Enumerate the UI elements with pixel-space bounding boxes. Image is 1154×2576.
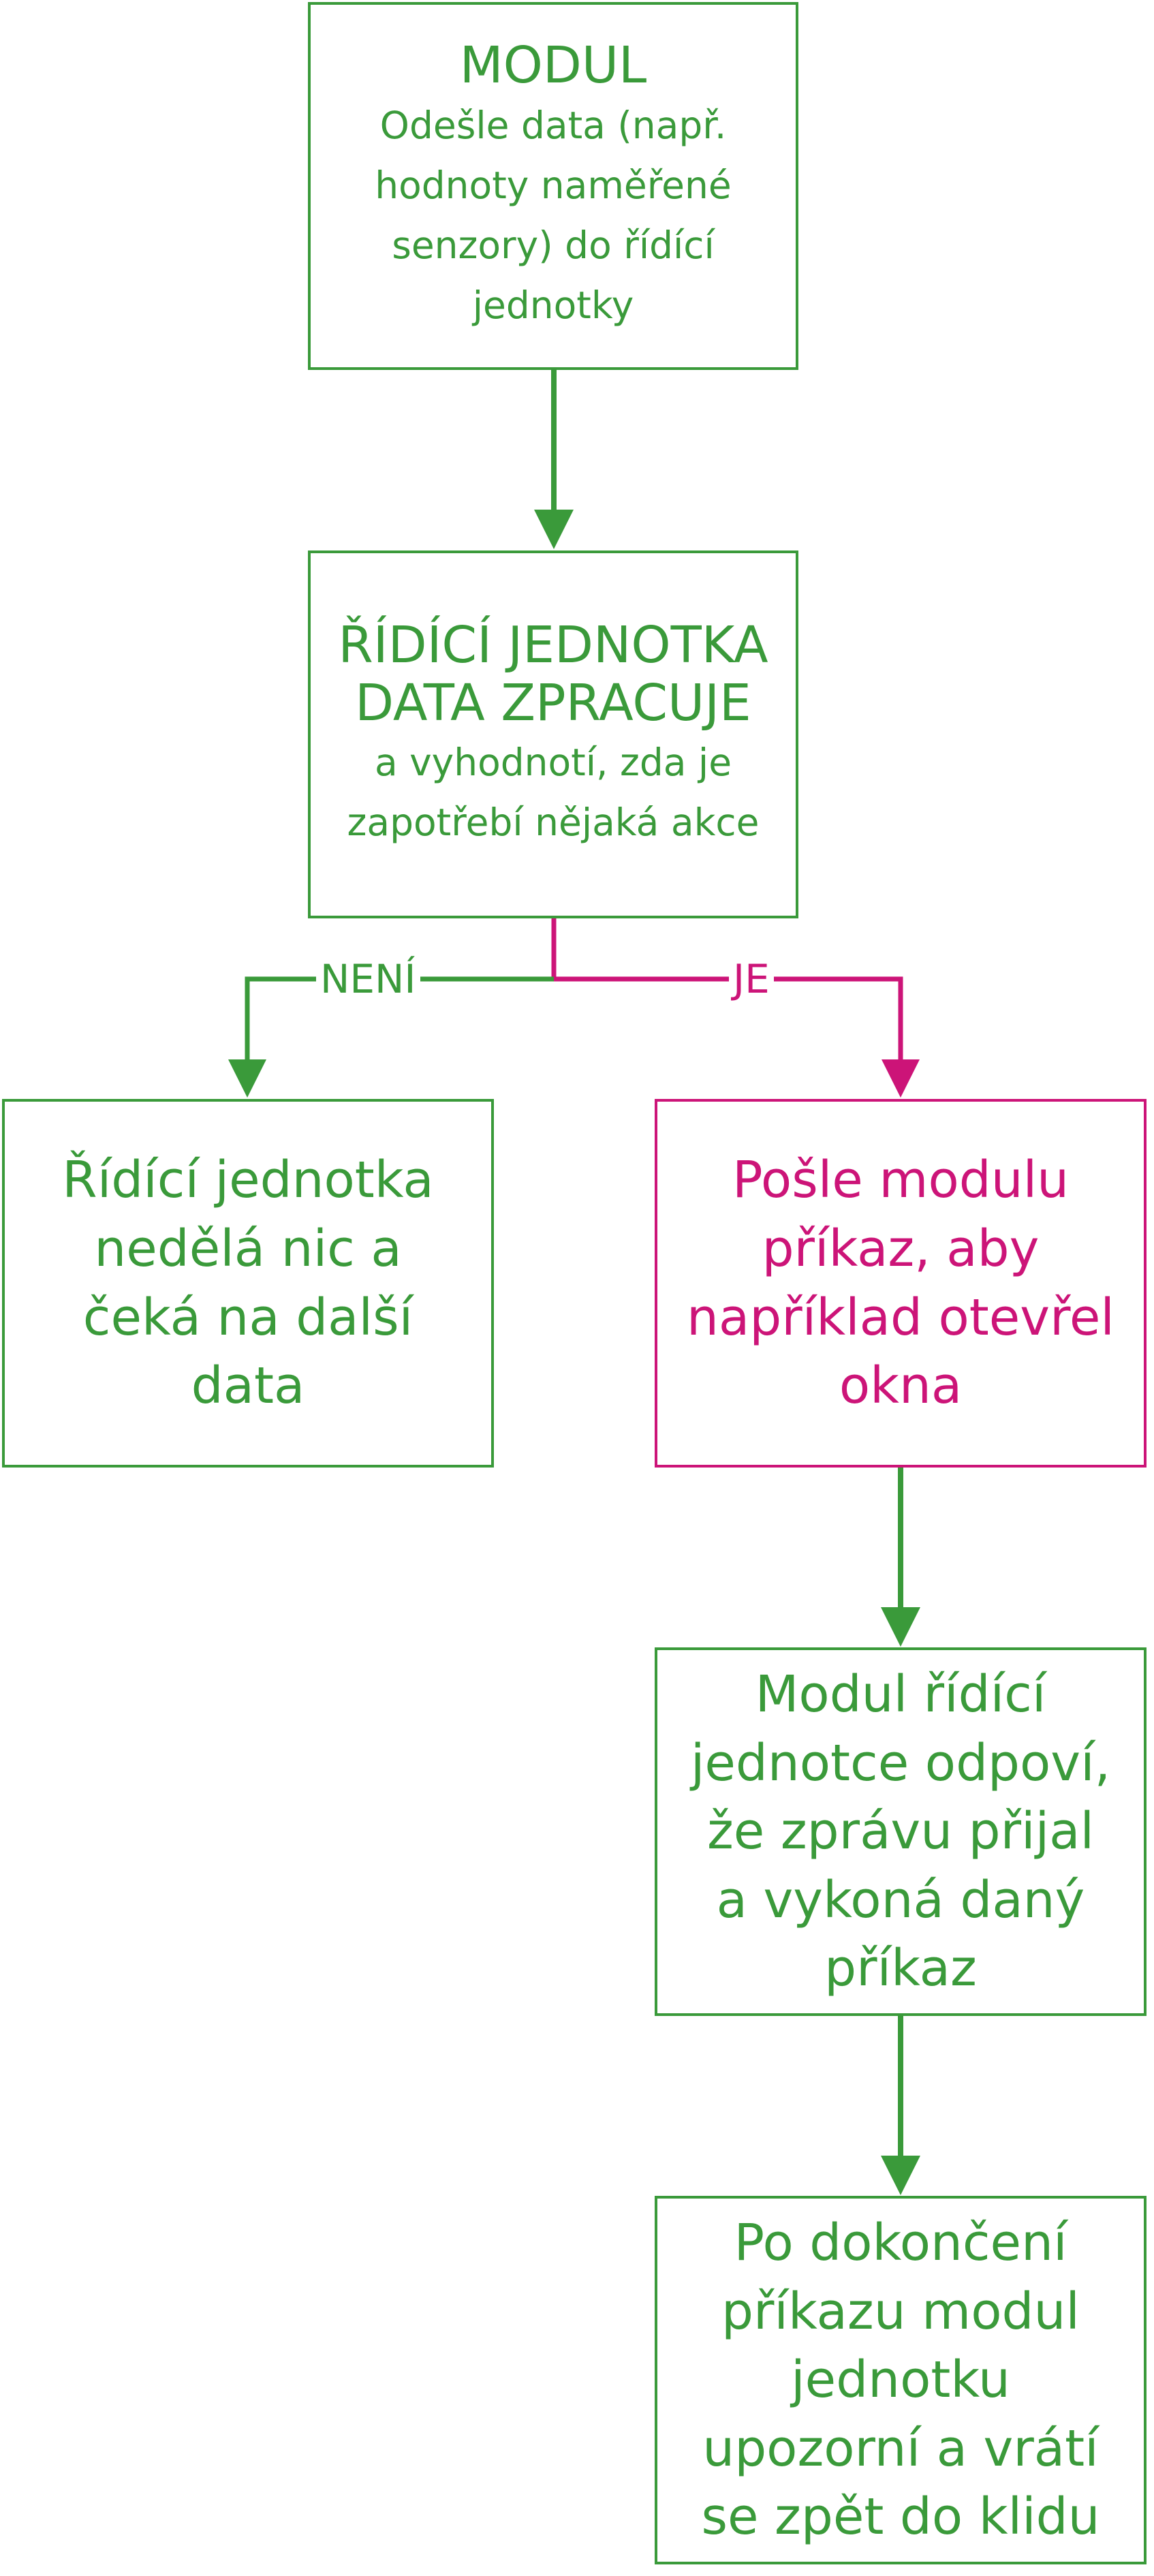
box-completion-text: Po dokončení příkazu modul jednotku upoz… <box>701 2213 1100 2547</box>
arrowhead-reply-to-completion <box>881 2156 920 2195</box>
arrowhead-module-to-control <box>534 510 574 549</box>
connector-yes-branch <box>554 976 903 1063</box>
box-module-reply-text: Modul řídící jednotce odpoví, že zprávu … <box>690 1664 1111 1998</box>
box-module-heading: MODUL <box>459 36 647 95</box>
box-control-unit: ŘÍDÍCÍ JEDNOTKA DATA ZPRACUJE a vyhodnot… <box>308 550 798 918</box>
box-module-text: Odešle data (např. hodnoty naměřené senz… <box>375 103 732 327</box>
branch-label-yes: JE <box>729 959 774 999</box>
box-no-action: Řídící jednotka nedělá nic a čeká na dal… <box>2 1099 494 1468</box>
connector-no-branch <box>245 976 554 1063</box>
arrowhead-no-branch <box>228 1059 266 1098</box>
box-module: MODUL Odešle data (např. hodnoty naměřen… <box>308 2 798 370</box>
box-send-command-text: Pošle modulu příkaz, aby například otevř… <box>687 1151 1114 1416</box>
box-control-unit-text: a vyhodnotí, zda je zapotřebí nějaká akc… <box>347 741 760 845</box>
branch-label-no: NENÍ <box>316 959 420 999</box>
box-completion: Po dokončení příkazu modul jednotku upoz… <box>655 2196 1147 2564</box>
box-module-reply: Modul řídící jednotce odpoví, že zprávu … <box>655 1647 1147 2016</box>
box-no-action-text: Řídící jednotka nedělá nic a čeká na dal… <box>62 1151 434 1416</box>
box-send-command: Pošle modulu příkaz, aby například otevř… <box>655 1099 1147 1468</box>
arrowhead-command-to-reply <box>881 1607 920 1647</box>
box-control-unit-heading: ŘÍDÍCÍ JEDNOTKA DATA ZPRACUJE <box>338 615 768 732</box>
arrowhead-yes-branch <box>882 1059 920 1098</box>
